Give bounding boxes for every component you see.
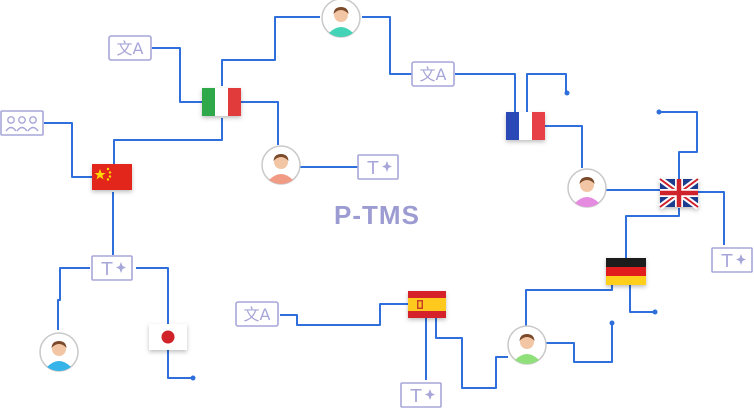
connector-line <box>625 208 680 258</box>
svg-text:T: T <box>367 158 380 179</box>
svg-text:文A: 文A <box>420 65 447 84</box>
connector-line <box>44 122 92 178</box>
connector-endpoints <box>190 90 662 381</box>
user-avatar-icon <box>507 325 547 365</box>
svg-text:文A: 文A <box>244 305 271 324</box>
connector-line <box>167 350 193 379</box>
connector-line <box>221 16 320 86</box>
endpoint-dot <box>656 109 662 115</box>
svg-text:文A: 文A <box>117 39 144 58</box>
ai-text-icon: T <box>357 154 399 180</box>
svg-text:T: T <box>410 386 423 407</box>
flag-japan <box>149 324 187 350</box>
connector-line <box>526 73 567 112</box>
svg-text:T: T <box>721 251 734 272</box>
endpoint-dot <box>190 375 196 381</box>
connector-line <box>698 191 725 245</box>
translate-icon: 文A <box>411 61 455 87</box>
translate-icon: 文A <box>108 35 152 61</box>
user-avatar-icon <box>321 0 361 38</box>
connector-line <box>455 73 516 112</box>
connector-line <box>435 318 508 389</box>
ai-text-icon: T <box>711 247 753 273</box>
flag-france <box>506 112 545 140</box>
connector-line <box>629 283 654 313</box>
flag-germany <box>606 258 646 285</box>
ai-text-icon: T <box>91 255 133 281</box>
connector-line <box>240 101 279 145</box>
connector-line <box>280 303 408 326</box>
connector-line <box>659 111 698 180</box>
flag-united-kingdom <box>658 176 700 210</box>
endpoint-dot <box>652 309 658 315</box>
connector-line <box>152 47 202 103</box>
flag-spain <box>408 291 446 318</box>
diagram-title: P-TMS <box>334 200 420 230</box>
connector-line <box>136 267 169 325</box>
connector-line <box>362 16 412 75</box>
endpoint-dot <box>609 320 615 326</box>
user-avatar-icon <box>261 145 301 185</box>
user-avatar-icon <box>567 168 607 208</box>
user-avatar-icon <box>39 332 79 372</box>
connector-line <box>546 324 613 363</box>
group-icon <box>0 110 44 136</box>
endpoint-dot <box>564 90 570 96</box>
translate-icon: 文A <box>235 301 279 327</box>
connector-line <box>113 118 223 164</box>
connector-lines <box>44 16 725 389</box>
flag-italy <box>202 88 241 116</box>
svg-text:T: T <box>101 259 114 280</box>
connector-line <box>525 283 613 328</box>
connector-line <box>545 125 583 168</box>
ai-text-icon: T <box>400 382 442 408</box>
connector-line <box>57 267 90 330</box>
flag-china <box>92 164 132 190</box>
